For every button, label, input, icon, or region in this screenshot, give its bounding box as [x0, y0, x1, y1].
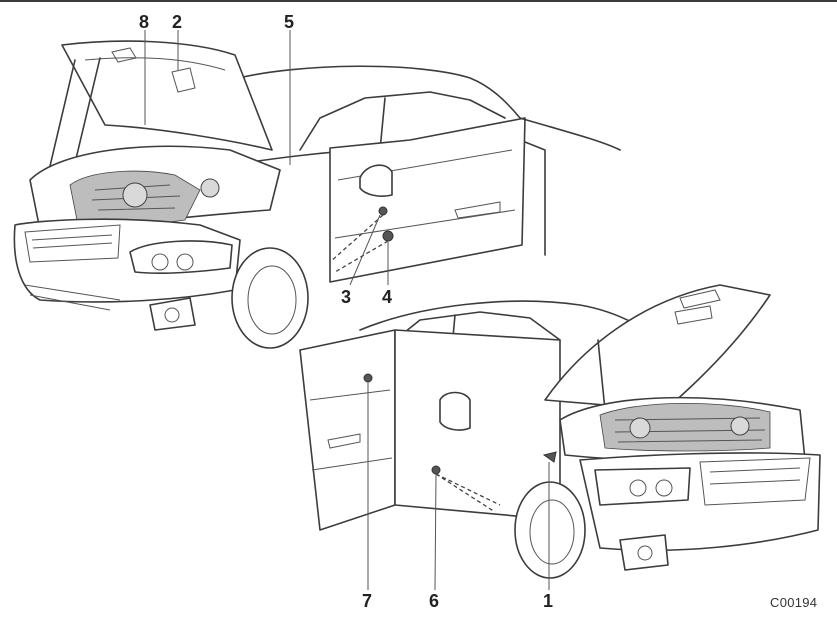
- callout-5: 5: [284, 12, 295, 32]
- car1-open-door: [329, 117, 526, 283]
- car2-engine: [599, 402, 771, 452]
- car1-leader-4-dash: [334, 240, 389, 273]
- car2-hood-label: [674, 305, 713, 325]
- car1-front-wheel: [231, 247, 309, 349]
- callout-2: 2: [172, 12, 183, 32]
- car1-side-mirror: [359, 164, 393, 197]
- car2-fog-light: [619, 534, 669, 571]
- car-front-left-view: [13, 30, 621, 349]
- car1-front-bumper: [13, 218, 241, 303]
- callout-7: 7: [362, 591, 373, 611]
- car2-grille: [699, 457, 811, 506]
- car1-fog-light: [149, 297, 196, 331]
- car1-b-pillar: [379, 97, 386, 151]
- leader-6: [434, 473, 437, 591]
- car1-window-line: [299, 91, 506, 151]
- callout-6: 6: [429, 591, 440, 611]
- car1-leader-3-dash: [329, 214, 384, 263]
- car2-hood-latch: [679, 289, 721, 309]
- car1-door-label-4: [382, 230, 394, 242]
- car1-door-handle: [454, 201, 501, 219]
- car2-fender-label-1: [542, 451, 557, 463]
- car1-hood-latch: [111, 47, 137, 63]
- car1-grille: [24, 224, 121, 263]
- car1-rear-roof: [519, 117, 621, 151]
- car2-door-label-7: [363, 373, 373, 383]
- car1-hood-label: [171, 67, 196, 93]
- car2-window-line: [394, 311, 561, 341]
- leader-3: [349, 214, 381, 286]
- car1-door-label-3: [378, 206, 388, 216]
- car2-door-label-6: [431, 465, 441, 475]
- callout-3: 3: [341, 287, 352, 307]
- figure-code: C00194: [770, 595, 818, 610]
- car1-roof-line: [229, 65, 521, 119]
- car2-leader-6-dash: [435, 473, 496, 513]
- callout-1: 1: [543, 591, 554, 611]
- top-border-line: [0, 0, 837, 2]
- car2-headlight: [594, 467, 691, 506]
- callout-4: 4: [382, 287, 393, 307]
- car-front-right-view: [299, 284, 821, 591]
- callout-8: 8: [139, 12, 150, 32]
- car1-open-hood: [61, 40, 273, 151]
- car1-headlight: [129, 240, 233, 275]
- car2-open-hood: [544, 284, 771, 411]
- car2-door-handle: [327, 433, 361, 449]
- car2-side-mirror: [439, 391, 471, 431]
- car2-open-door: [299, 329, 396, 531]
